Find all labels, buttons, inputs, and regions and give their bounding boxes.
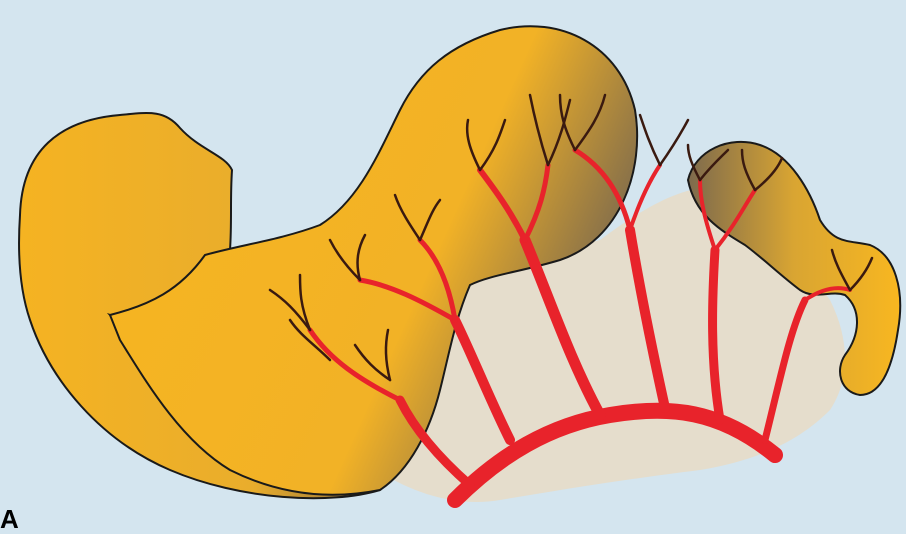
panel-label: A: [0, 506, 19, 532]
